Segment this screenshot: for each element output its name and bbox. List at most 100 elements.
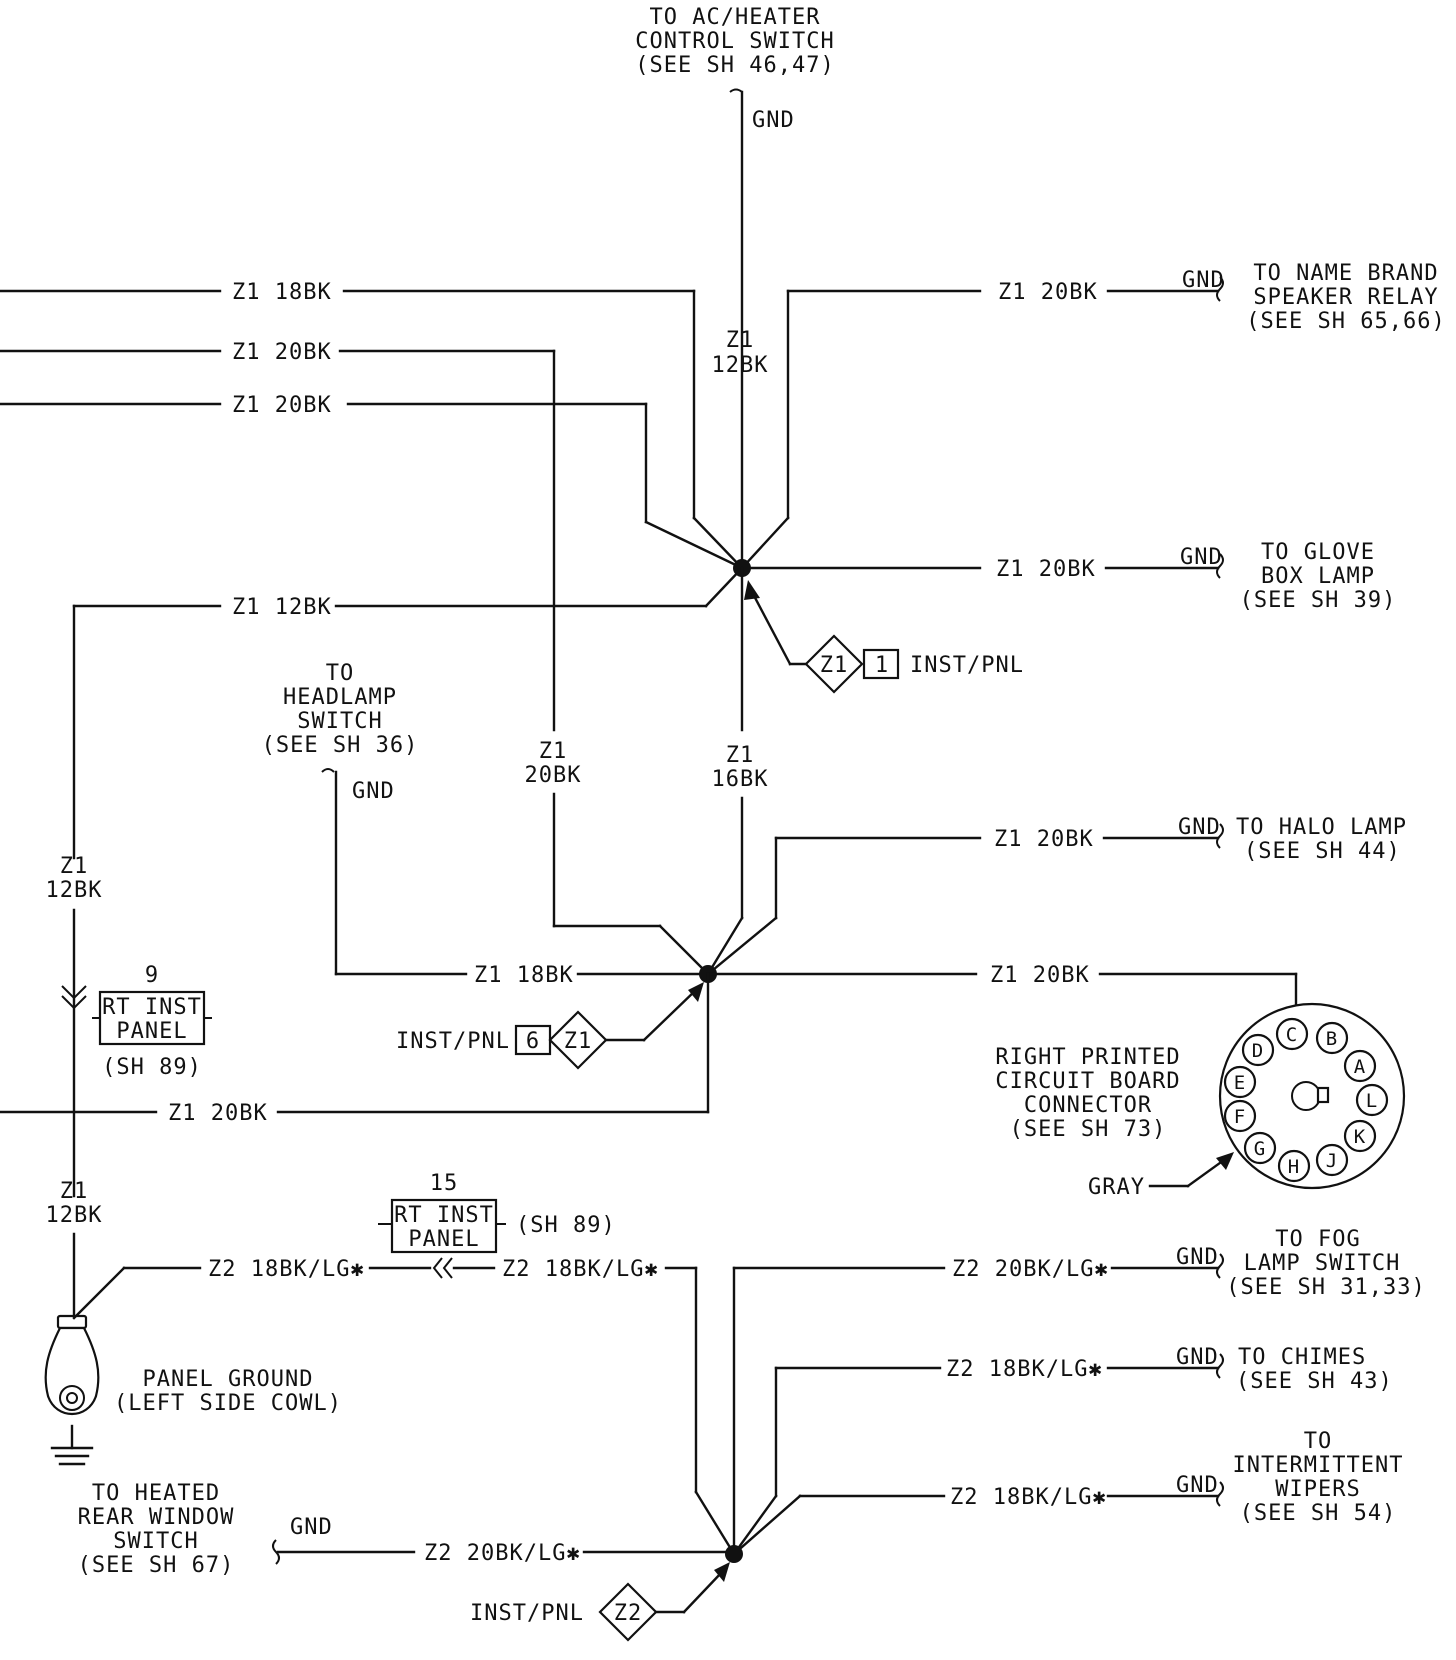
dest-wipers-line1: TO xyxy=(1304,1429,1333,1454)
label-w-connector: Z1 20BK xyxy=(990,963,1090,988)
label-w3: Z1 20BK xyxy=(232,393,332,418)
connector-pin-l xyxy=(1355,1083,1389,1117)
connector-pin-b xyxy=(1315,1021,1349,1055)
connector-pin-e xyxy=(1223,1065,1257,1099)
splice-lower xyxy=(725,1545,743,1563)
ac-heater-connector-mark xyxy=(729,88,743,93)
wire-v-16bk-lower xyxy=(706,796,744,976)
connector-pin-f xyxy=(1223,1099,1257,1133)
label-w-heated: Z2 20BK/LG✱ xyxy=(424,1541,581,1566)
label-w-bottom-left: Z1 20BK xyxy=(168,1101,268,1126)
connector-9-num: 9 xyxy=(145,963,159,988)
splice-middle-pin: 6 xyxy=(526,1029,540,1054)
gnd-label-headlamp: GND xyxy=(352,779,395,804)
label-v-left-2: 12BK xyxy=(46,878,103,903)
dest-chimes-line1: TO CHIMES xyxy=(1238,1345,1366,1370)
dest-heated-rear: TO HEATED REAR WINDOW SWITCH (SEE SH 67) xyxy=(78,1481,235,1578)
splice-lower-label: INST/PNL xyxy=(470,1601,584,1626)
label-w-headlamp: Z1 18BK xyxy=(474,963,574,988)
dest-fog-lamp: TO FOG LAMP SWITCH (SEE SH 31,33) xyxy=(1226,1227,1424,1300)
label-w-z2-left: Z2 18BK/LG✱ xyxy=(208,1257,365,1282)
label-v-16bk-1: Z1 xyxy=(726,743,755,768)
dest-glove-line1: TO GLOVE xyxy=(1261,540,1375,565)
label-w2: Z1 20BK xyxy=(232,340,332,365)
gnd-label-name-brand: GND xyxy=(1182,268,1225,293)
dest-chimes: TO CHIMES (SEE SH 43) xyxy=(1236,1345,1393,1394)
connector-15-ref: (SH 89) xyxy=(516,1213,616,1238)
connector-pin-label-a: A xyxy=(1354,1056,1366,1078)
dest-glove-line3: (SEE SH 39) xyxy=(1240,588,1397,613)
splice-lower-ref: INST/PNL Z2 xyxy=(470,1562,730,1642)
connector-pin-label-j: J xyxy=(1326,1150,1338,1172)
label-v-left-low-1: Z1 xyxy=(60,1179,89,1204)
connector-pin-g xyxy=(1243,1131,1277,1165)
wire-z2-mid: Z2 18BK/LG✱ xyxy=(502,1257,736,1556)
circuit-board-line3: CONNECTOR xyxy=(1024,1093,1152,1118)
wire-left-vertical xyxy=(61,908,87,1198)
wire-v-20bk-lower xyxy=(552,792,710,976)
wipers-connector-mark xyxy=(1216,1481,1224,1507)
splice-middle-code: Z1 xyxy=(564,1029,593,1054)
splice-upper-pin: 1 xyxy=(875,653,889,678)
gnd-label-fog: GND xyxy=(1176,1245,1219,1270)
dest-fog-line1: TO FOG xyxy=(1275,1227,1360,1252)
connector-pin-label-l: L xyxy=(1366,1090,1378,1112)
dest-halo-line2: (SEE SH 44) xyxy=(1244,839,1401,864)
circuit-board-label: RIGHT PRINTED CIRCUIT BOARD CONNECTOR (S… xyxy=(995,1045,1180,1142)
wire-headlamp: Z1 18BK xyxy=(334,770,710,988)
splice-middle-label: INST/PNL xyxy=(396,1029,510,1054)
wire-wipers: Z2 18BK/LG✱ GND xyxy=(732,1473,1224,1556)
connector-pin-label-k: K xyxy=(1354,1126,1366,1148)
wire-name-brand: Z1 20BK GND xyxy=(740,268,1225,570)
label-w-z2-mid: Z2 18BK/LG✱ xyxy=(502,1257,659,1282)
ground-label-line1: PANEL GROUND xyxy=(143,1367,314,1392)
dest-halo-lamp: TO HALO LAMP (SEE SH 44) xyxy=(1236,815,1406,864)
connector-9-line1: RT INST xyxy=(102,995,202,1020)
dest-headlamp-line4: (SEE SH 36) xyxy=(262,733,419,758)
wire-halo: Z1 20BK GND xyxy=(706,815,1224,976)
dest-headlamp-line1: TO xyxy=(326,661,355,686)
dest-wipers-line4: (SEE SH 54) xyxy=(1240,1501,1397,1526)
heated-connector-mark xyxy=(272,1539,280,1565)
label-w-fog: Z2 20BK/LG✱ xyxy=(952,1257,1109,1282)
gnd-label-glove: GND xyxy=(1180,545,1223,570)
dest-heated-line1: TO HEATED xyxy=(92,1481,220,1506)
name-brand-connector-mark xyxy=(1216,276,1224,302)
dest-chimes-line2: (SEE SH 43) xyxy=(1236,1369,1393,1394)
dest-heated-line4: (SEE SH 67) xyxy=(78,1553,235,1578)
dest-name-brand-line2: SPEAKER RELAY xyxy=(1253,285,1438,310)
label-w-name-brand: Z1 20BK xyxy=(998,280,1098,305)
dest-ac-heater-line3: (SEE SH 46,47) xyxy=(635,53,834,78)
wire-fog: Z2 20BK/LG✱ GND xyxy=(732,1245,1224,1556)
connector-15-line1: RT INST xyxy=(394,1203,494,1228)
circuit-board-line2: CIRCUIT BOARD xyxy=(995,1069,1180,1094)
dest-headlamp-line3: SWITCH xyxy=(297,709,382,734)
connector-pin-j xyxy=(1315,1143,1349,1177)
label-v-20bk-1: Z1 xyxy=(539,739,568,764)
connector-pin-a xyxy=(1343,1049,1377,1083)
wire-w2: Z1 20BK xyxy=(0,340,556,732)
headlamp-connector-mark xyxy=(321,768,335,773)
label-w-wipers: Z2 18BK/LG✱ xyxy=(950,1485,1107,1510)
ground-label-line2: (LEFT SIDE COWL) xyxy=(114,1391,342,1416)
connector-pin-label-f: F xyxy=(1234,1106,1246,1128)
label-v-top-2: 12BK xyxy=(712,353,769,378)
splice-upper-code: Z1 xyxy=(820,653,849,678)
connector-pin-c xyxy=(1275,1017,1309,1051)
connector-pin-label-c: C xyxy=(1286,1024,1298,1046)
circuit-board-line1: RIGHT PRINTED xyxy=(995,1045,1180,1070)
dest-name-brand-line3: (SEE SH 65,66) xyxy=(1246,309,1445,334)
label-v-left-1: Z1 xyxy=(60,854,89,879)
dest-name-brand-line1: TO NAME BRAND xyxy=(1253,261,1438,286)
connector-rt-inst-15: 15 RT INST PANEL (SH 89) xyxy=(378,1171,616,1254)
wire-w3: Z1 20BK xyxy=(0,393,744,570)
wire-glove-box: Z1 20BK GND xyxy=(740,545,1224,582)
dest-wipers-line2: INTERMITTENT xyxy=(1233,1453,1404,1478)
label-v-20bk-2: 20BK xyxy=(525,763,582,788)
panel-ground-icon xyxy=(44,1314,100,1466)
dest-glove-box: TO GLOVE BOX LAMP (SEE SH 39) xyxy=(1240,540,1397,613)
dest-headlamp-line2: HEADLAMP xyxy=(283,685,397,710)
